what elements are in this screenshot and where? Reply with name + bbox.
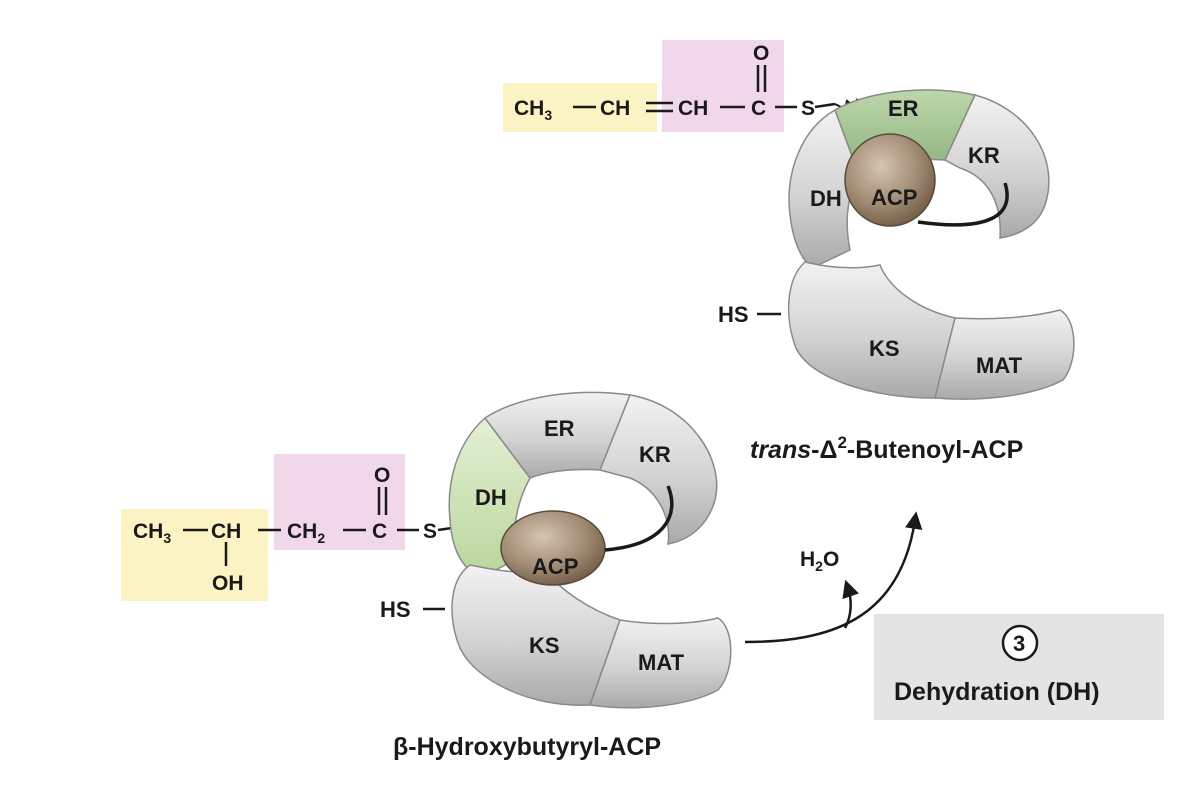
step-number-circle (1001, 624, 1039, 662)
top-acp-domain (844, 133, 936, 227)
top-ks-label: KS (869, 336, 900, 361)
top-acp-label: ACP (871, 185, 917, 210)
top-substrate-bonds (573, 65, 836, 316)
top-carbonyl-c-text: C (751, 97, 766, 120)
step-box: 3 Dehydration (DH) (874, 614, 1164, 720)
bottom-ch2-text: CH2 (287, 520, 325, 546)
top-ks-domain (787, 261, 956, 399)
water-label: H2O (800, 548, 839, 574)
top-er-label: ER (888, 96, 919, 121)
bottom-mat-label: MAT (638, 650, 685, 675)
bottom-ch3-text: CH3 (133, 520, 171, 546)
bottom-acp-domain (500, 510, 606, 586)
top-complex: CH3 CH CH C O S ER KR DH ACP KS MAT HS t… (503, 40, 1075, 464)
top-acyl-pink-box (662, 40, 784, 132)
top-ch-b-text: CH (678, 97, 708, 120)
top-ch3-text: CH3 (514, 97, 552, 123)
top-caption: trans-Δ2-Butenoyl-ACP (750, 433, 1023, 464)
bottom-sulfur-text: S (423, 520, 437, 543)
top-mat-domain (934, 309, 1075, 400)
bottom-acyl-yellow-box (121, 509, 268, 601)
top-acp-tether (917, 182, 1009, 227)
bottom-acyl-pink-box (274, 454, 405, 550)
top-dh-label: DH (810, 186, 842, 211)
bottom-ks-label: KS (529, 633, 560, 658)
bottom-ch-text: CH (211, 520, 241, 543)
bottom-dh-label: DH (475, 485, 507, 510)
bottom-complex: CH3 CH OH CH2 C O S ER KR DH ACP KS MAT … (121, 391, 732, 761)
top-sulfur-text: S (801, 97, 815, 120)
top-kr-domain (944, 94, 1050, 239)
top-hs-label: HS (718, 302, 749, 327)
bottom-carbonyl-o-text: O (374, 464, 390, 487)
top-kr-label: KR (968, 143, 1000, 168)
step-number: 3 (1013, 631, 1025, 656)
bottom-caption: β-Hydroxybutyryl-ACP (393, 733, 661, 761)
step-label: Dehydration (DH) (894, 678, 1100, 706)
bottom-kr-label: KR (639, 442, 671, 467)
bottom-oh-text: OH (212, 572, 244, 595)
bottom-acp-label: ACP (532, 554, 578, 579)
reaction-arrow (744, 511, 923, 644)
bottom-hs-label: HS (380, 597, 411, 622)
water-release-arrow (842, 579, 860, 629)
bottom-er-label: ER (544, 416, 575, 441)
bottom-mat-domain (588, 617, 732, 709)
bottom-carbonyl-c-text: C (372, 520, 387, 543)
top-mat-label: MAT (976, 353, 1023, 378)
reaction-arrow-group: H2O (744, 511, 923, 644)
bottom-kr-domain (598, 394, 718, 545)
bottom-substrate-bonds (183, 487, 453, 611)
bottom-acp-tether (604, 485, 674, 552)
top-carbonyl-o-text: O (753, 42, 769, 65)
top-dh-domain (788, 108, 859, 269)
top-ch-a-text: CH (600, 97, 630, 120)
